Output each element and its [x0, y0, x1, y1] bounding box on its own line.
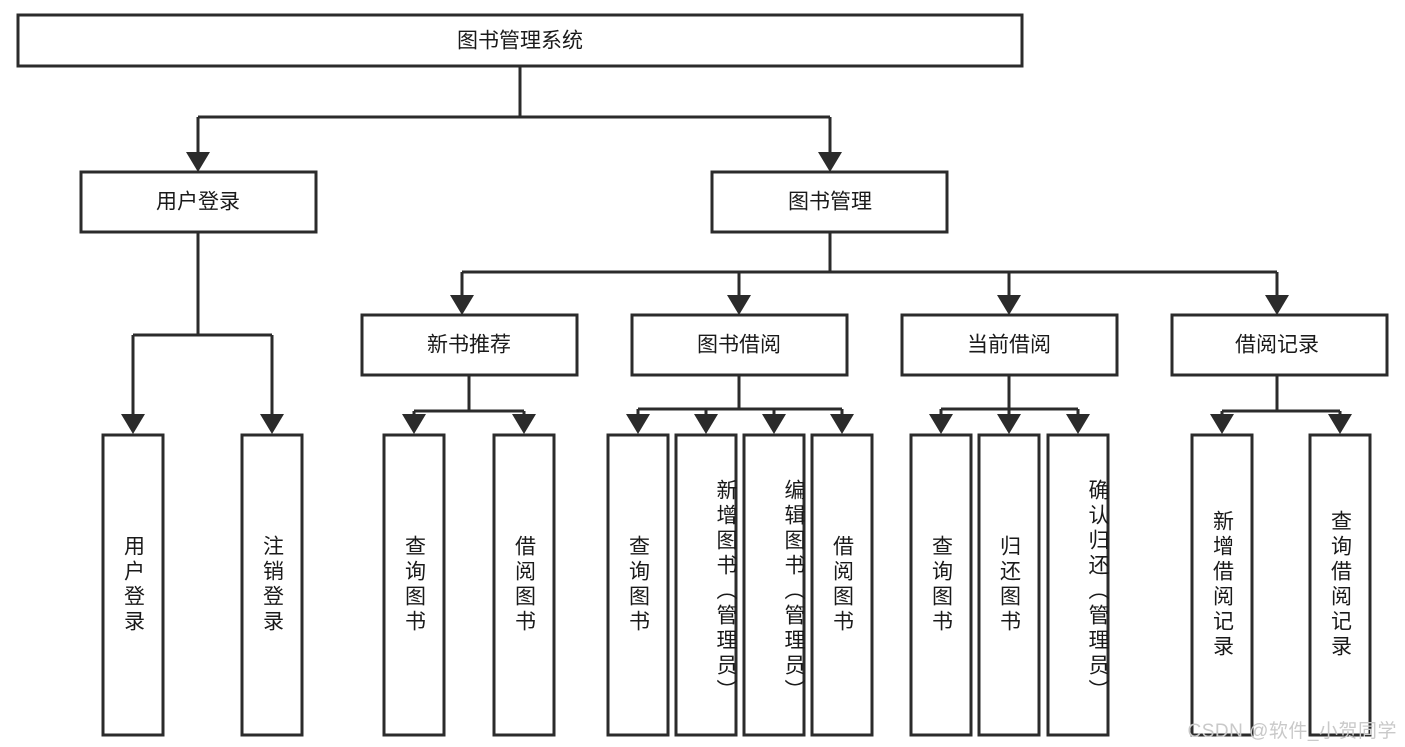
node-root-box[interactable] [16, 13, 1024, 68]
arrow-book-borrow-child0 [626, 414, 650, 434]
node-borrow-record-box[interactable] [1170, 313, 1389, 377]
arrow-new-book [450, 295, 474, 315]
arrow-book-manage [818, 152, 842, 172]
arrow-current-borrow-child0 [929, 414, 953, 434]
leaf-book-borrow-0-box[interactable] [606, 433, 670, 737]
leaf-borrow-record-1-box[interactable] [1308, 433, 1372, 737]
csdn-watermark: CSDN @软件_小贺同学 [1187, 721, 1397, 742]
arrow-current-borrow-child2 [1066, 414, 1090, 434]
arrow-user-login-child1 [260, 414, 284, 434]
node-current-borrow-label: 当前借阅 [967, 334, 1051, 357]
arrow-book-borrow-child2 [762, 414, 786, 434]
leaf-current-borrow-1-box[interactable] [977, 433, 1041, 737]
arrow-borrow-record-child1 [1328, 414, 1352, 434]
leaf-new-book-0-box[interactable] [382, 433, 446, 737]
leaf-new-book-1-box[interactable] [492, 433, 556, 737]
node-book-manage-label: 图书管理 [788, 191, 872, 214]
node-layer: 图书管理系统 用户登录 图书管理 新书推荐 图书借阅 当前借阅 借阅记录 [16, 13, 1389, 737]
arrow-user-login [186, 152, 210, 172]
arrow-borrow-record [1265, 295, 1289, 315]
leaf-current-borrow-0-box[interactable] [909, 433, 973, 737]
arrow-book-borrow-child1 [694, 414, 718, 434]
arrow-user-login-child0 [121, 414, 145, 434]
node-borrow-record-label: 借阅记录 [1235, 334, 1319, 357]
leaf-book-borrow-3-box[interactable] [810, 433, 874, 737]
arrow-book-borrow [727, 295, 751, 315]
leaf-book-borrow-2-box[interactable] [742, 433, 806, 737]
leaf-user-login-1-box[interactable] [240, 433, 304, 737]
arrow-book-borrow-child3 [830, 414, 854, 434]
arrow-new-book-child0 [402, 414, 426, 434]
node-book-manage-box[interactable] [710, 170, 949, 234]
arrow-current-borrow [997, 295, 1021, 315]
leaf-book-borrow-1-box[interactable] [674, 433, 738, 737]
leaf-user-login-0-box[interactable] [101, 433, 165, 737]
connector-layer [121, 66, 1352, 434]
leaf-current-borrow-2-box[interactable] [1046, 433, 1110, 737]
node-user-login-label: 用户登录 [156, 191, 240, 214]
arrow-new-book-child1 [512, 414, 536, 434]
node-new-book-box[interactable] [360, 313, 579, 377]
node-user-login-box[interactable] [79, 170, 318, 234]
node-new-book-label: 新书推荐 [427, 334, 511, 357]
leaf-borrow-record-0-box[interactable] [1190, 433, 1254, 737]
arrow-borrow-record-child0 [1210, 414, 1234, 434]
node-root-label: 图书管理系统 [457, 30, 583, 53]
arrow-current-borrow-child1 [997, 414, 1021, 434]
node-current-borrow-box[interactable] [900, 313, 1119, 377]
node-book-borrow-label: 图书借阅 [697, 334, 781, 357]
node-book-borrow-box[interactable] [630, 313, 849, 377]
